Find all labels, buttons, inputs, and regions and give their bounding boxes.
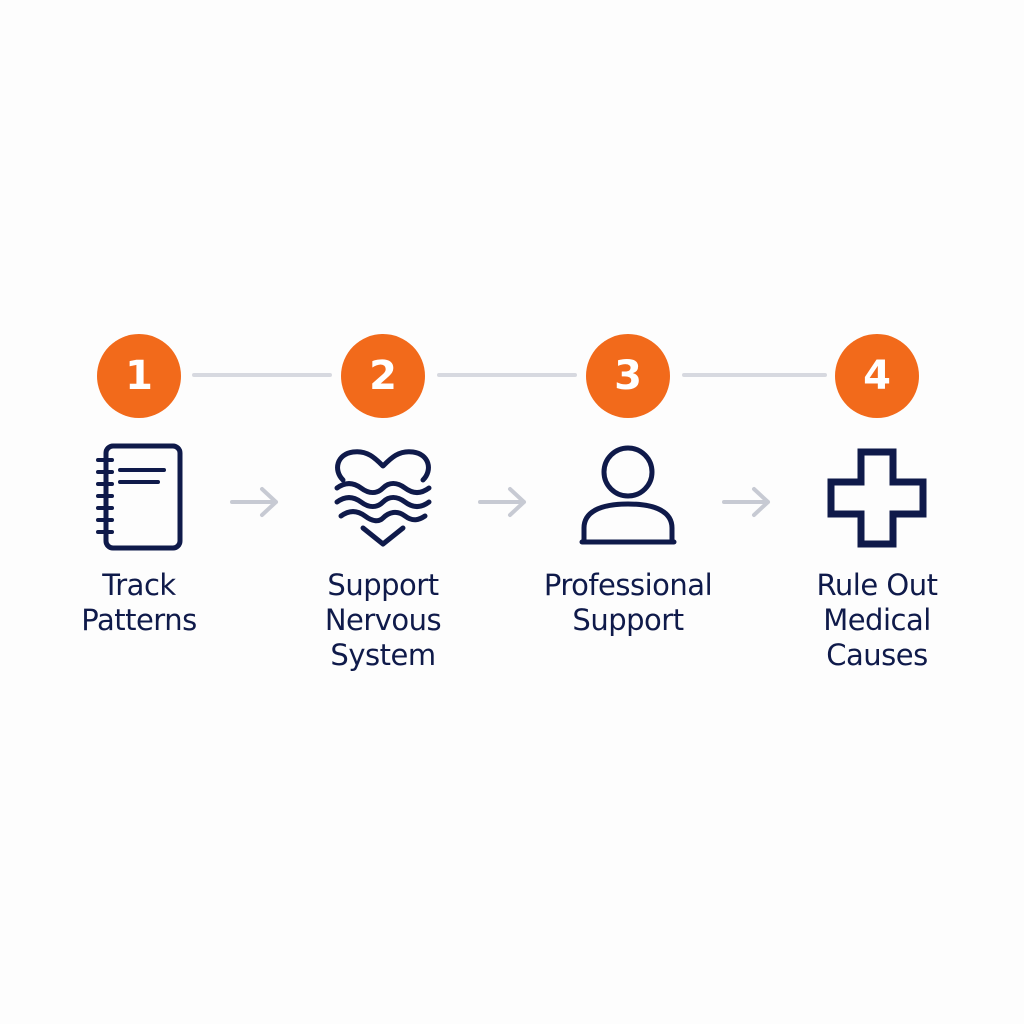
step-label: Track Patterns xyxy=(19,568,259,638)
step-label-line: Support xyxy=(572,603,684,637)
arrow-right-icon xyxy=(230,484,282,520)
step-number-badge: 1 xyxy=(97,334,181,418)
step-number-badge: 2 xyxy=(341,334,425,418)
step-2: 2 Support Nervous System xyxy=(263,0,503,1024)
step-label-line: System xyxy=(330,638,436,672)
step-label-line: Medical xyxy=(823,603,931,637)
step-label: Professional Support xyxy=(508,568,748,638)
connector-line-2-3 xyxy=(437,373,577,377)
step-4: 4 Rule Out Medical Causes xyxy=(757,0,997,1024)
step-label-line: Nervous xyxy=(324,603,442,637)
medical-cross-icon xyxy=(817,440,937,555)
step-label-line: Patterns xyxy=(81,603,197,637)
step-label-line: Professional xyxy=(543,568,713,602)
step-number-badge: 3 xyxy=(586,334,670,418)
step-label-line: Track xyxy=(102,568,176,602)
arrow-right-icon xyxy=(478,484,530,520)
heart-waves-icon xyxy=(323,440,443,555)
step-number-badge: 4 xyxy=(835,334,919,418)
person-icon xyxy=(568,440,688,555)
step-label-line: Rule Out xyxy=(816,568,938,602)
step-label: Rule Out Medical Causes xyxy=(757,568,997,673)
connector-line-3-4 xyxy=(682,373,827,377)
step-1: 1 Track Patterns xyxy=(19,0,259,1024)
step-label: Support Nervous System xyxy=(263,568,503,673)
step-label-line: Causes xyxy=(826,638,928,672)
step-3: 3 Professional Support xyxy=(508,0,748,1024)
connector-line-1-2 xyxy=(192,373,332,377)
arrow-right-icon xyxy=(722,484,774,520)
notebook-icon xyxy=(86,440,206,555)
step-label-line: Support xyxy=(327,568,439,602)
